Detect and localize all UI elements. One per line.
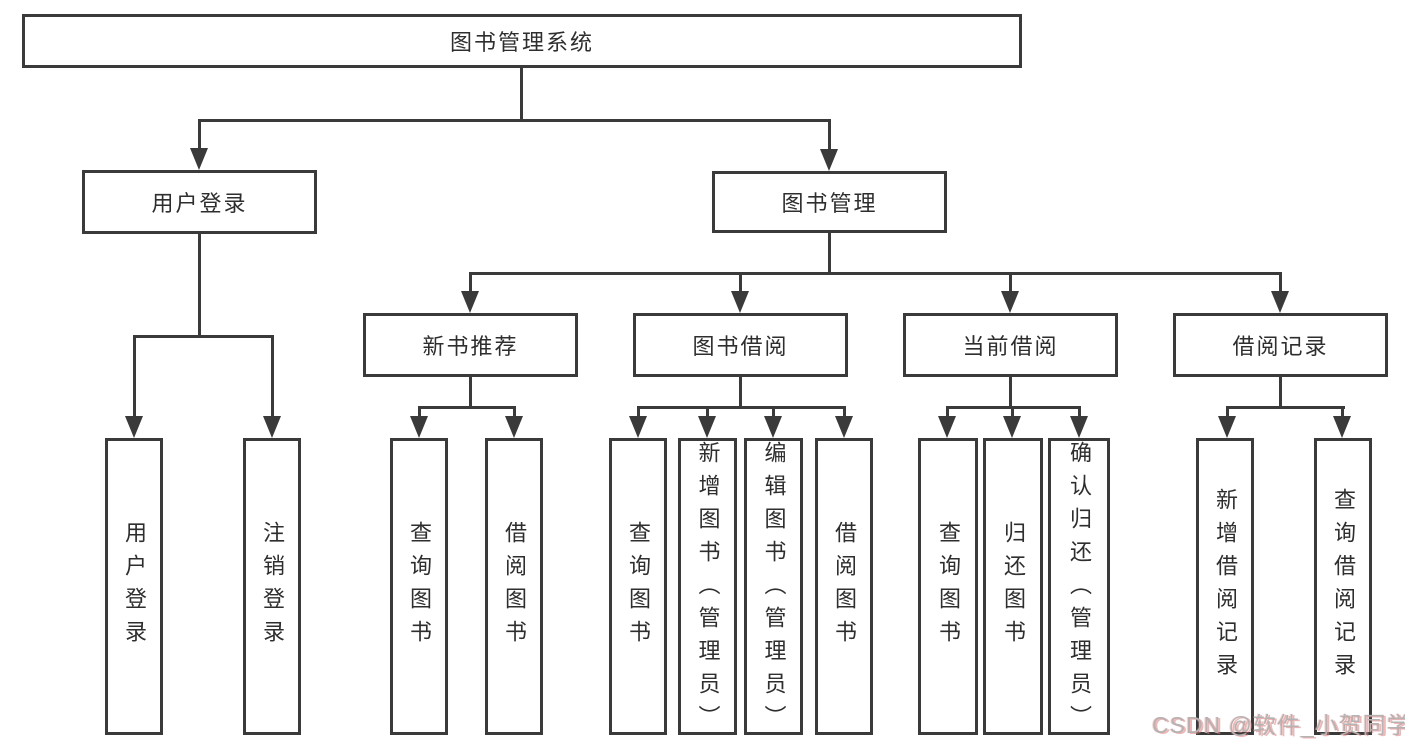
arrowhead-icon [263,416,281,438]
arrowhead-icon [410,416,428,438]
connector-line [271,335,274,418]
connector-line [520,68,523,119]
connector-line [706,406,709,418]
connector-line [133,335,136,418]
connector-line [418,406,421,418]
connector-line [1279,377,1282,406]
connector-line [198,234,201,335]
node-new-book-recommend: 新书推荐 [363,313,578,377]
leaf-records-add-record: 新增借阅记录 [1196,438,1254,735]
connector-line [198,119,831,122]
leaf-newbook-borrow-book: 借阅图书 [485,438,543,735]
arrowhead-icon [1218,416,1236,438]
leaf-current-return-book: 归还图书 [983,438,1043,735]
arrowhead-icon [1271,291,1289,313]
arrowhead-icon [1333,416,1351,438]
node-root-system: 图书管理系统 [22,14,1022,68]
leaf-borrow-borrow-book: 借阅图书 [815,438,873,735]
node-book-management: 图书管理 [712,171,947,233]
arrowhead-icon [1070,416,1088,438]
leaf-user-login: 用户登录 [105,438,163,735]
connector-line [1078,406,1081,418]
connector-line [637,406,640,418]
leaf-current-query-book: 查询图书 [918,438,978,735]
leaf-records-query-record: 查询借阅记录 [1314,438,1372,735]
connector-line [1009,377,1012,406]
arrowhead-icon [629,416,647,438]
connector-line [772,406,775,418]
leaf-borrow-add-book-admin: 新增图书（管理员） [678,438,737,738]
arrowhead-icon [190,148,208,170]
connector-line [843,406,846,418]
node-book-borrow: 图书借阅 [633,313,848,377]
connector-line [946,406,949,418]
connector-line [198,119,201,150]
arrowhead-icon [505,416,523,438]
connector-line [739,272,742,293]
connector-line [828,119,831,150]
arrowhead-icon [1001,291,1019,313]
arrowhead-icon [764,416,782,438]
connector-line [469,377,472,406]
leaf-newbook-query-book: 查询图书 [390,438,448,735]
leaf-logout: 注销登录 [243,438,301,735]
arrowhead-icon [461,291,479,313]
connector-line [637,406,846,409]
arrowhead-icon [125,416,143,438]
connector-line [513,406,516,418]
connector-line [1226,406,1345,409]
arrowhead-icon [820,149,838,171]
leaf-borrow-edit-book-admin: 编辑图书（管理员） [744,438,803,738]
arrowhead-icon [835,416,853,438]
connector-line [133,335,274,338]
node-borrow-records: 借阅记录 [1173,313,1388,377]
connector-line [1226,406,1229,418]
connector-line [418,406,516,409]
arrowhead-icon [1003,416,1021,438]
connector-line [1011,406,1014,418]
node-user-login: 用户登录 [82,170,317,234]
connector-line [469,272,472,293]
leaf-borrow-query-book: 查询图书 [609,438,667,735]
leaf-current-confirm-return-admin: 确认归还（管理员） [1048,438,1110,738]
arrowhead-icon [698,416,716,438]
connector-line [1341,406,1344,418]
connector-line [1279,272,1282,293]
csdn-watermark: CSDN @软件_小贺同学 [1152,712,1405,738]
arrowhead-icon [731,291,749,313]
node-current-borrow: 当前借阅 [903,313,1118,377]
connector-line [1009,272,1012,293]
connector-line [739,377,742,406]
arrowhead-icon [938,416,956,438]
connector-line [828,233,831,272]
connector-line [469,272,1282,275]
